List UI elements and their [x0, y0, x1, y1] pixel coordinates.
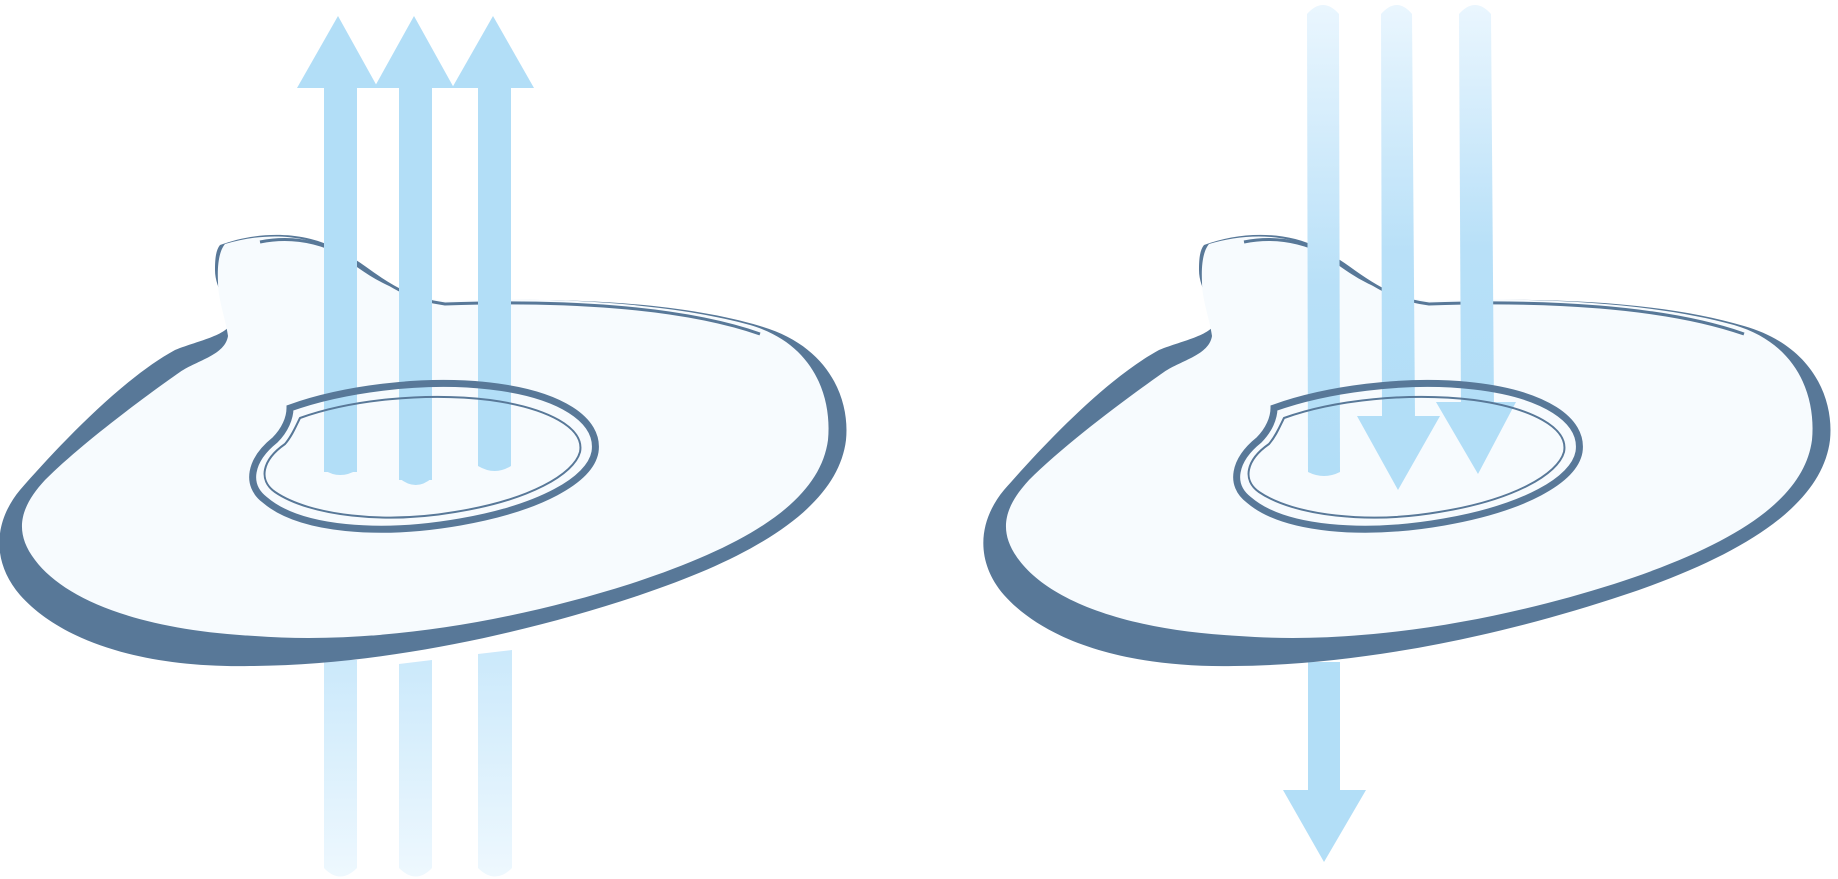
right-arrow-2: [1357, 5, 1440, 490]
right-panel: [983, 5, 1831, 862]
left-loop-inner: [263, 395, 582, 519]
left-panel: [0, 16, 847, 877]
right-downward-field-arrows: [1307, 5, 1516, 490]
left-loop-outer: [249, 379, 599, 533]
left-arrow-2: [374, 16, 454, 485]
left-lower-stub-1: [324, 660, 357, 877]
left-current-loop: [249, 379, 599, 533]
right-loop-inner: [1247, 395, 1566, 519]
left-lower-stub-3: [478, 650, 512, 877]
left-upward-field-arrows: [297, 16, 534, 485]
left-lower-stub-2: [399, 660, 432, 877]
right-arrow-1: [1307, 5, 1340, 476]
right-arrow-3: [1436, 5, 1516, 474]
left-arrow-1: [297, 16, 378, 475]
right-lower-field-arrow: [1283, 662, 1366, 862]
right-current-loop: [1233, 379, 1583, 533]
right-loop-outer: [1233, 379, 1583, 533]
left-lower-field-stubs: [324, 650, 512, 877]
